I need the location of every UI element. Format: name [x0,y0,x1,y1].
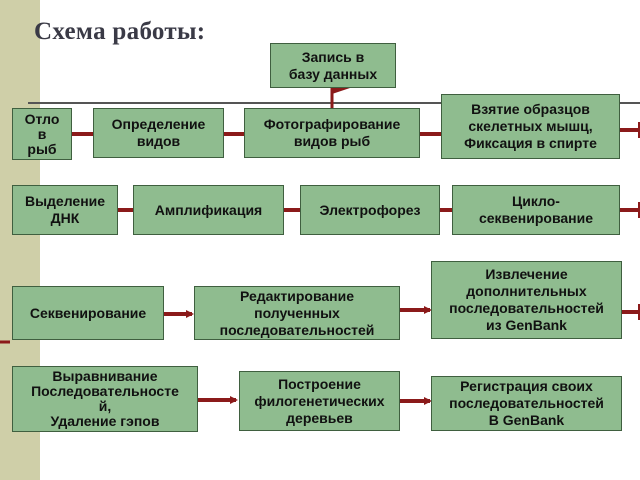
box-sampling: Взятие образцов скелетных мышц, Фиксация… [441,94,620,159]
box-cycle-seq: Цикло- секвенирование [452,185,620,235]
box-genbank-register: Регистрация своих последовательностей В … [431,376,622,431]
page-title: Схема работы: [34,18,206,45]
box-genbank-extract: Извлечение дополнительных последовательн… [431,261,622,339]
box-alignment: Выравнивание Последовательносте й, Удале… [12,366,198,432]
continue-arrow [620,122,640,138]
box-fish-catch: Отло в рыб [12,108,72,160]
box-phylo: Построение филогенетических деревьев [239,371,400,431]
box-species-id: Определение видов [93,108,224,158]
box-electrophoresis: Электрофорез [300,185,440,235]
continue-arrow [620,202,640,218]
box-editing: Редактирование полученных последовательн… [194,286,400,340]
box-db-record: Запись в базу данных [270,43,396,88]
box-photo: Фотографирование видов рыб [244,108,420,158]
box-dna-isolation: Выделение ДНК [12,185,118,235]
continue-arrow [622,304,640,320]
box-sequencing: Секвенирование [12,286,164,340]
box-amplification: Амплификация [133,185,284,235]
